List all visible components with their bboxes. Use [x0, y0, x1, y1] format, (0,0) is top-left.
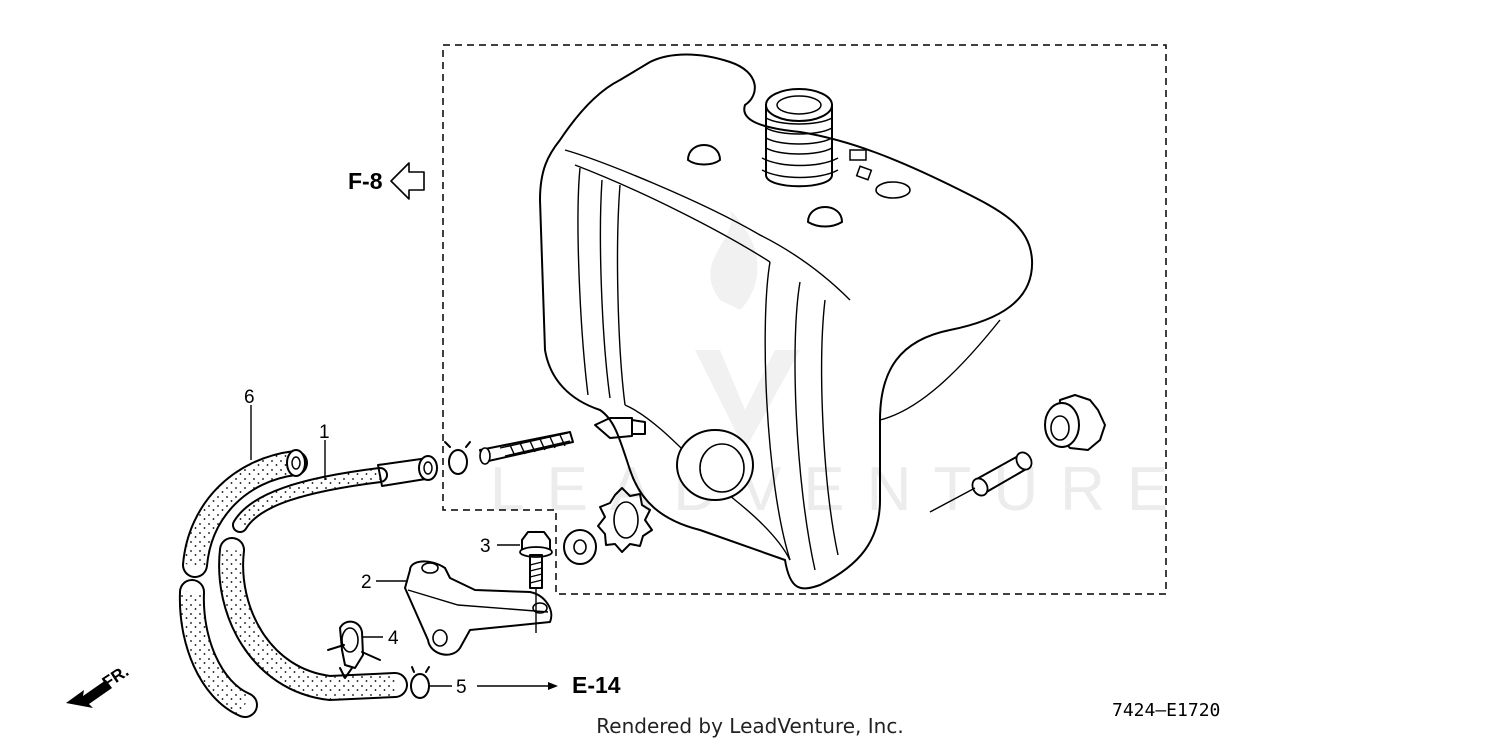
callout-1: 1: [319, 422, 330, 443]
hose-clip: [410, 666, 430, 699]
callout-4: 4: [388, 628, 399, 649]
credit-text: Rendered by LeadVenture, Inc.: [596, 714, 904, 738]
callout-6: 6: [244, 387, 255, 408]
watermark-logo: [695, 210, 800, 450]
diagram-code: 7424—E1720: [1112, 700, 1220, 721]
tank-stay: [404, 560, 553, 656]
callout-3: 3: [480, 536, 491, 557]
grommet-part: [929, 394, 1106, 513]
arrow-to-e14-head: [548, 682, 558, 690]
washer: [563, 529, 597, 565]
hose-clip-small: [444, 441, 471, 475]
star-nut: [597, 487, 653, 553]
fuel-hose: [178, 449, 408, 718]
ref-e14[interactable]: E-14: [572, 672, 621, 698]
front-arrow: [66, 680, 112, 708]
watermark-text: LEADVENTURE: [490, 455, 1190, 524]
ref-f8-arrow: [390, 162, 425, 200]
tube-clamp: [327, 620, 381, 679]
callout-2: 2: [361, 572, 372, 593]
assembly-boundary: [442, 44, 1167, 595]
ref-f8[interactable]: F-8: [348, 168, 383, 194]
fuel-tube: [232, 455, 438, 533]
fuel-tank: [539, 53, 1034, 590]
flange-bolt: [519, 531, 553, 633]
callout-5: 5: [456, 677, 467, 698]
fuel-strainer: [479, 431, 574, 465]
